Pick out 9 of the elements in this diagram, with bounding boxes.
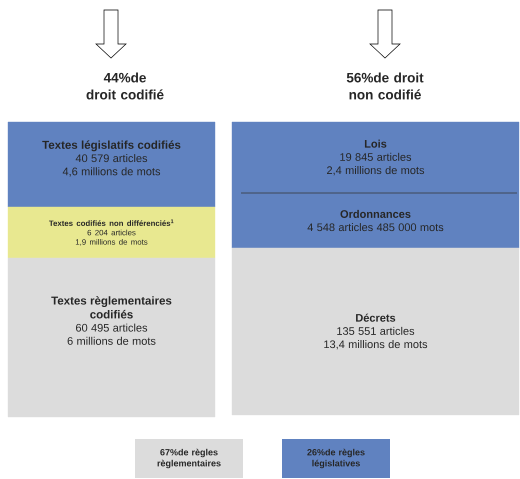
legend-label: 26%de règles législatives (307, 448, 365, 468)
heading: 44%de droit codifié (86, 72, 164, 100)
text-box: Décrets 135 551 articles 13,4 millions de mots (232, 248, 520, 416)
legend-label: 67%de règles règlementaires (158, 448, 221, 468)
text-box: Ordonnances 4 548 articles 485 000 mots (232, 192, 520, 248)
heading: 56%de droit non codifié (346, 72, 424, 100)
text-box: Textes législatifs codifiés 40 579 articles 4,6 millions de mots (8, 122, 216, 208)
text-box: Lois 19 845 articles 2,4 millions de mots (232, 122, 520, 194)
text-box: Textes règlementaires codifiés 60 495 articles 6 millions de mots (8, 258, 216, 418)
